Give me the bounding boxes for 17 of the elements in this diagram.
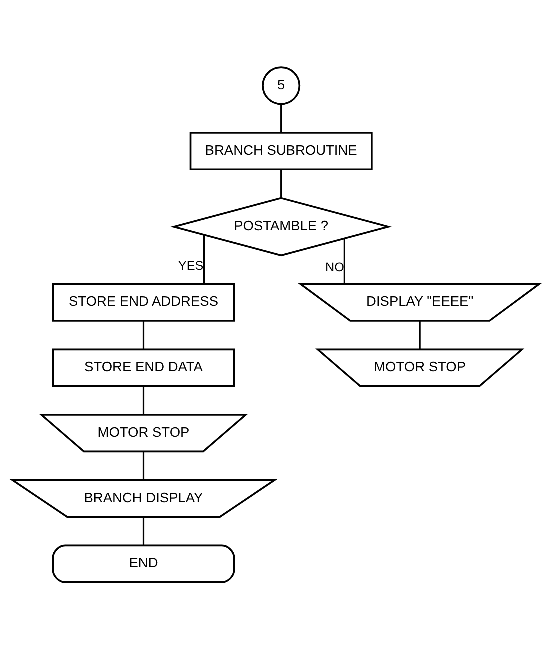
node-box: BRANCH SUBROUTINE	[190, 132, 373, 170]
connector	[142, 386, 145, 414]
connector	[142, 320, 145, 350]
node-circle: 5	[262, 66, 301, 105]
node-box: STORE END ADDRESS	[52, 282, 236, 322]
connector	[280, 170, 282, 198]
connector	[142, 516, 145, 546]
connector	[419, 320, 421, 350]
node-diamond: POSTAMBLE ?	[170, 196, 392, 256]
connector	[344, 238, 346, 284]
connector	[142, 451, 145, 480]
node-box: END	[52, 544, 236, 583]
edge-label: NO	[325, 260, 344, 274]
edge-label: YES	[178, 258, 204, 272]
node-box: STORE END DATA	[52, 348, 236, 387]
connector	[203, 234, 206, 284]
connector	[280, 104, 282, 132]
